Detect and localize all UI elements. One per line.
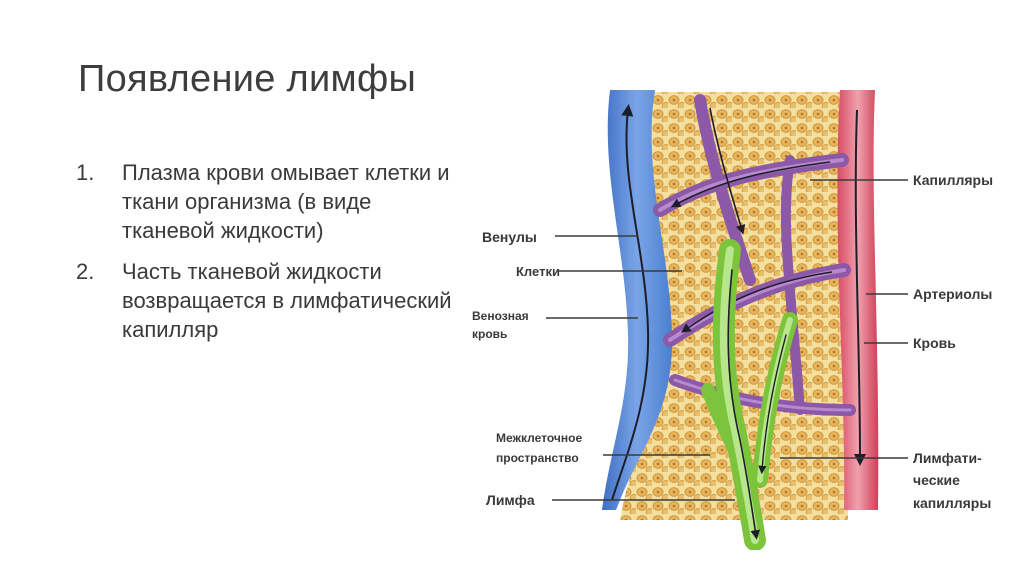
label-capillaries: Капилляры — [913, 172, 993, 188]
label-lymph: Лимфа — [486, 492, 535, 508]
diagram-svg: Венулы Клетки Венозная кровь Межклеточно… — [460, 80, 1020, 550]
label-lymph-capillaries-line2: ческие — [913, 472, 960, 488]
label-interstitial-line1: Межклеточное — [496, 431, 582, 445]
list-text: Часть тканевой жидкости возвращается в л… — [122, 259, 452, 342]
label-cells: Клетки — [516, 264, 560, 279]
slide-title: Появление лимфы — [78, 58, 416, 101]
label-lymph-capillaries-line1: Лимфати- — [913, 450, 982, 466]
label-blood: Кровь — [913, 335, 956, 351]
label-venules: Венулы — [482, 229, 537, 245]
list-number: 1. — [76, 158, 94, 187]
label-venous-blood-line2: кровь — [472, 327, 507, 341]
label-lymph-capillaries-line3: капилляры — [913, 495, 991, 511]
lymph-formation-diagram: Венулы Клетки Венозная кровь Межклеточно… — [460, 80, 1020, 550]
list-text: Плазма крови омывает клетки и ткани орга… — [122, 160, 450, 243]
list-item: 1. Плазма крови омывает клетки и ткани о… — [76, 158, 456, 245]
list-number: 2. — [76, 257, 94, 286]
list-item: 2. Часть тканевой жидкости возвращается … — [76, 257, 456, 344]
label-interstitial-line2: пространство — [496, 451, 579, 465]
bullet-list: 1. Плазма крови омывает клетки и ткани о… — [76, 158, 456, 356]
label-arterioles: Артериолы — [913, 286, 992, 302]
label-venous-blood-line1: Венозная — [472, 309, 529, 323]
